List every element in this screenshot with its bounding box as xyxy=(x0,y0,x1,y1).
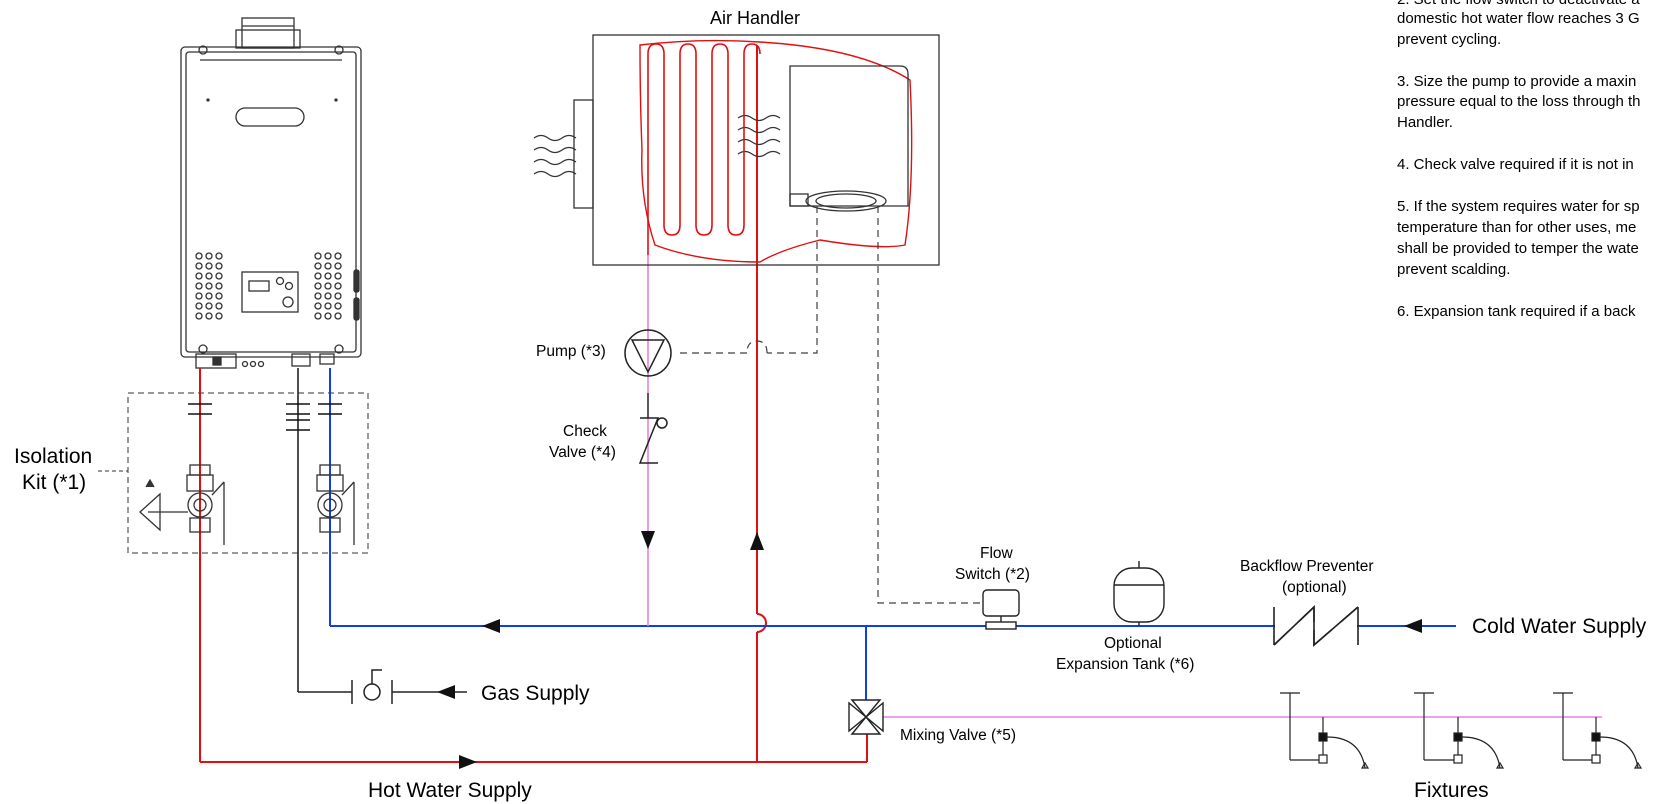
note-5-line-2: temperature than for other uses, me xyxy=(1397,219,1636,236)
left-vent-holes xyxy=(195,252,223,320)
backflow-label-2: (optional) xyxy=(1282,579,1347,596)
note-3-line-3: Handler. xyxy=(1397,114,1453,131)
airflow-waves-left xyxy=(533,134,577,178)
mixing-valve-label: Mixing Valve (*5) xyxy=(900,727,1016,744)
arrow-cold-heater xyxy=(482,619,500,633)
isolation-valve-cold xyxy=(316,464,355,545)
backflow-label-1: Backflow Preventer xyxy=(1240,558,1374,575)
fixture-2 xyxy=(1414,692,1505,769)
note-3-line-1: 3. Size the pump to provide a maxin xyxy=(1397,73,1636,90)
arrow-recirc-down xyxy=(641,531,655,549)
tankless-water-heater xyxy=(180,17,362,369)
airflow-waves-mid xyxy=(737,114,781,158)
control-wiring xyxy=(677,206,985,604)
flow-arrows xyxy=(437,531,1422,769)
mixing-valve xyxy=(848,699,884,735)
isolation-valve-hot xyxy=(139,464,225,545)
note-6-line-1: 6. Expansion tank required if a back xyxy=(1397,303,1636,320)
note-4-line-1: 4. Check valve required if it is not in xyxy=(1397,156,1634,173)
note-5-line-4: prevent scalding. xyxy=(1397,261,1510,278)
note-5-line-1: 5. If the system requires water for sp xyxy=(1397,198,1640,215)
fixture-1 xyxy=(1280,692,1370,769)
flow-switch xyxy=(982,589,1020,630)
pink-recirc-pipes xyxy=(647,255,1602,718)
heating-coil xyxy=(647,43,761,255)
gas-shutoff-valve xyxy=(351,669,393,704)
note-5-line-3: shall be provided to temper the wate xyxy=(1397,240,1639,257)
fixtures-label: Fixtures xyxy=(1414,779,1489,802)
flow-switch-label-2: Switch (*2) xyxy=(955,566,1030,583)
union-marks xyxy=(188,403,342,431)
flow-switch-label-1: Flow xyxy=(980,545,1014,562)
hot-water-supply-label: Hot Water Supply xyxy=(368,779,532,802)
cold-water-supply-label: Cold Water Supply xyxy=(1472,615,1647,638)
gas-pipe xyxy=(297,368,467,693)
blower-fan xyxy=(789,65,909,212)
arrow-cold-supply xyxy=(1404,619,1422,633)
cold-water-pipes xyxy=(329,368,1456,700)
gas-supply-label: Gas Supply xyxy=(481,682,590,705)
note-2-line-2: domestic hot water flow reaches 3 G xyxy=(1397,10,1640,27)
pump-label: Pump (*3) xyxy=(536,343,606,360)
isolation-kit-boundary xyxy=(127,392,369,554)
note-2-line-3: prevent cycling. xyxy=(1397,31,1501,48)
isolation-kit-label-1: Isolation xyxy=(14,445,92,468)
note-3-line-2: pressure equal to the loss through th xyxy=(1397,93,1641,110)
arrow-gas xyxy=(437,685,455,699)
installation-notes: 2. Set the flow switch to deactivate a d… xyxy=(1397,0,1641,320)
note-2-line-1: 2. Set the flow switch to deactivate a xyxy=(1397,0,1640,8)
heater-control-panel xyxy=(241,271,299,313)
expansion-tank-label-2: Expansion Tank (*6) xyxy=(1056,656,1194,673)
backflow-preventer xyxy=(1273,605,1359,647)
air-handler xyxy=(533,34,940,266)
recirculation-pump xyxy=(624,329,672,377)
arrow-hot-supply xyxy=(459,755,477,769)
hot-water-pipes xyxy=(199,45,868,763)
coil-outline xyxy=(639,39,913,263)
fixture-3 xyxy=(1553,692,1643,769)
right-vent-holes xyxy=(314,252,342,320)
air-handler-label: Air Handler xyxy=(710,8,800,28)
check-valve-label-1: Check xyxy=(563,423,607,440)
check-valve xyxy=(638,393,668,464)
check-valve-label-2: Valve (*4) xyxy=(549,444,616,461)
isolation-kit-label-2: Kit (*1) xyxy=(22,471,86,494)
expansion-tank-label-1: Optional xyxy=(1104,635,1162,652)
expansion-tank xyxy=(1113,561,1165,626)
arrow-hot-up xyxy=(750,532,764,550)
